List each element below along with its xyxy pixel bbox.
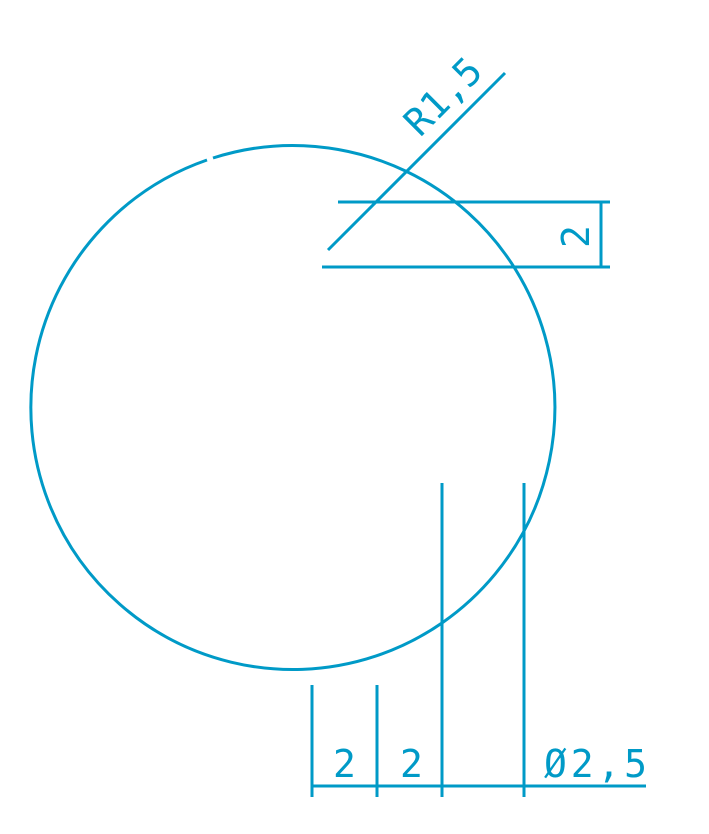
diameter-label: Ø2,5 bbox=[544, 742, 647, 786]
height-label: 2 bbox=[554, 225, 598, 248]
bottom-middle-label: 2 bbox=[400, 742, 423, 786]
main-circle bbox=[29, 144, 557, 672]
radius-label: R1,5 bbox=[395, 49, 491, 145]
radius-leader-line bbox=[326, 71, 507, 252]
bottom-left-label: 2 bbox=[333, 742, 356, 786]
